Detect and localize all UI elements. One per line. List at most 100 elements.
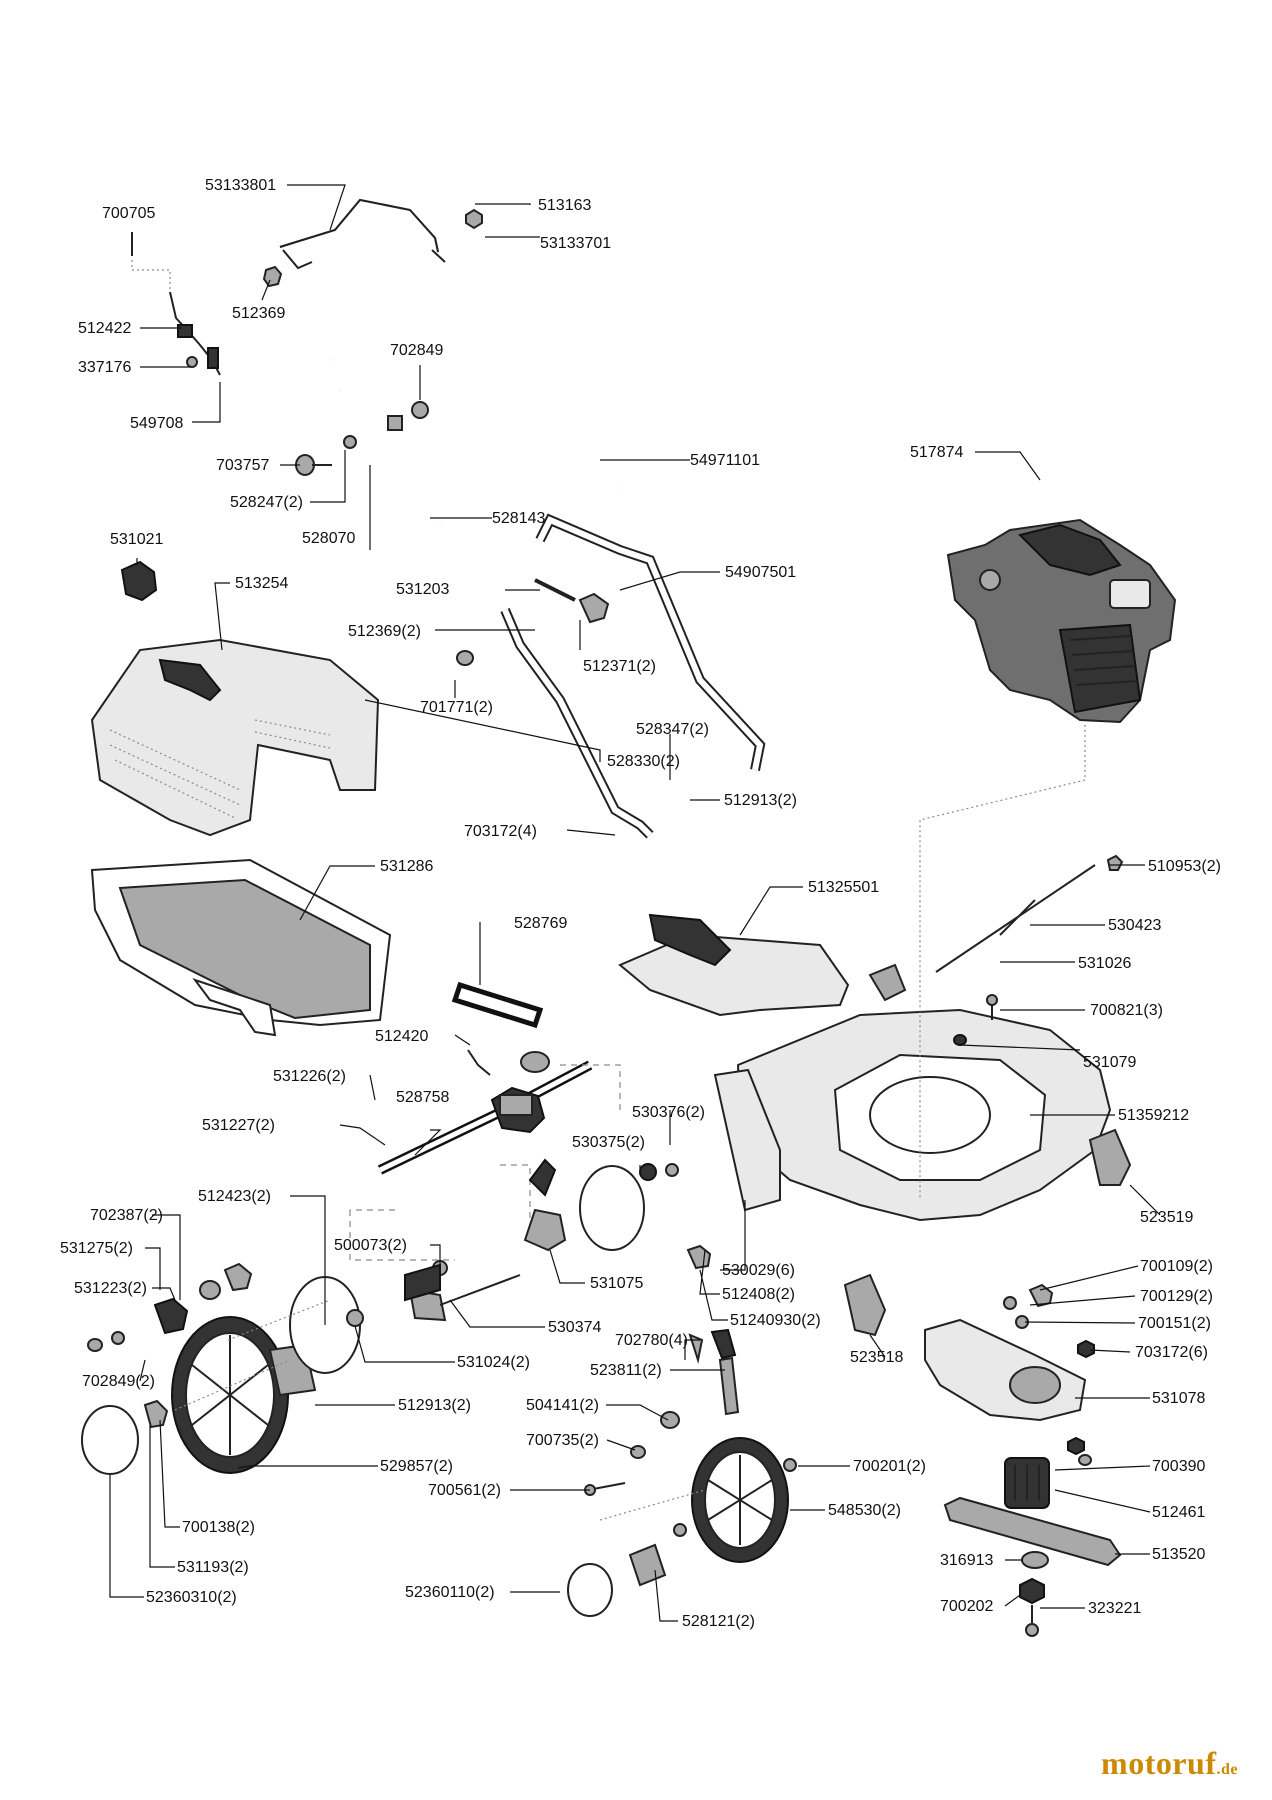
- part-label: 700109(2): [1140, 1258, 1213, 1275]
- part-label: 530029(6): [722, 1262, 795, 1279]
- part-label: 512422: [78, 320, 131, 337]
- part-label: 512420: [375, 1028, 428, 1045]
- part-label: 504141(2): [526, 1397, 599, 1414]
- rear-deflector: [90, 638, 380, 837]
- part-label: 700821(3): [1090, 1002, 1163, 1019]
- part-label: 512913(2): [398, 1397, 471, 1414]
- pulley-spring: [467, 1049, 550, 1076]
- part-label: 512461: [1152, 1504, 1205, 1521]
- part-label: 531079: [1083, 1054, 1136, 1071]
- part-label: 53133701: [540, 235, 611, 252]
- hub-caps: [81, 1399, 613, 1617]
- part-label: 52360310(2): [146, 1589, 237, 1606]
- part-label: 513163: [538, 197, 591, 214]
- part-label: 512369: [232, 305, 285, 322]
- height-lever: [710, 1328, 740, 1416]
- part-label: 530374: [548, 1319, 601, 1336]
- part-label: 703172(6): [1135, 1344, 1208, 1361]
- part-label: 54907501: [725, 564, 796, 581]
- part-label: 703757: [216, 457, 269, 474]
- part-label: 512913(2): [724, 792, 797, 809]
- part-label: 700561(2): [428, 1482, 501, 1499]
- part-label: 500073(2): [334, 1237, 407, 1254]
- small-hardware-top: [262, 208, 483, 431]
- part-label: 531223(2): [74, 1280, 147, 1297]
- part-label: 548530(2): [828, 1502, 901, 1519]
- part-label: 531078: [1152, 1390, 1205, 1407]
- part-label: 700151(2): [1138, 1315, 1211, 1332]
- part-label: 531275(2): [60, 1240, 133, 1257]
- part-label: 700735(2): [526, 1432, 599, 1449]
- height-adjust-rod: [935, 854, 1124, 973]
- engine: [946, 518, 1177, 724]
- part-label: 702849(2): [82, 1373, 155, 1390]
- part-label: 523518: [850, 1349, 903, 1366]
- part-label: 528758: [396, 1089, 449, 1106]
- alignment-lines: [174, 725, 1086, 1521]
- brand-tld: .de: [1216, 1761, 1238, 1778]
- part-label: 531026: [1078, 955, 1131, 972]
- part-label: 701771(2): [420, 699, 493, 716]
- part-label: 529857(2): [380, 1458, 453, 1475]
- part-label: 52360110(2): [405, 1584, 495, 1601]
- knob-screw: [295, 435, 357, 476]
- part-label: 531021: [110, 531, 163, 548]
- part-label: 528330(2): [607, 753, 680, 770]
- deck-cover: [618, 913, 850, 1017]
- part-label: 528070: [302, 530, 355, 547]
- part-label: 530375(2): [572, 1134, 645, 1151]
- brand-logo: motoruf.de: [1101, 1745, 1238, 1782]
- brand-name: motoruf: [1101, 1745, 1217, 1781]
- part-labels: 53133801 700705 513163 53133701 512369 5…: [60, 177, 1221, 1630]
- part-label: 528143: [492, 510, 545, 527]
- part-label: 700202: [940, 1598, 993, 1615]
- lower-handle-bar: [317, 267, 623, 527]
- handle-knob: [456, 592, 610, 666]
- part-label: 702780(4): [615, 1332, 688, 1349]
- spring-clip: [120, 560, 158, 602]
- part-label: 337176: [78, 359, 131, 376]
- cutting-blade: [943, 1496, 1122, 1567]
- part-label: 54971101: [690, 452, 760, 469]
- deck-bracket-left: [843, 1273, 887, 1337]
- grass-catcher: [90, 858, 392, 1037]
- part-label: 528121(2): [682, 1613, 755, 1630]
- part-label: 513520: [1152, 1546, 1205, 1563]
- part-label: 51325501: [808, 879, 879, 896]
- part-label: 512423(2): [198, 1188, 271, 1205]
- part-label: 513254: [235, 575, 288, 592]
- leader-lines: [109, 184, 1161, 1622]
- mower-deck: [713, 963, 1112, 1222]
- part-label: 316913: [940, 1552, 993, 1569]
- drive-belt: [451, 981, 544, 1029]
- part-label: 700705: [102, 205, 155, 222]
- part-label: 531226(2): [273, 1068, 346, 1085]
- blade-adapter: [924, 1318, 1087, 1422]
- cable-assembly: [131, 232, 221, 376]
- part-label: 51359212: [1118, 1107, 1189, 1124]
- part-label: 530376(2): [632, 1104, 705, 1121]
- part-label: 700201(2): [853, 1458, 926, 1475]
- part-label: 528769: [514, 915, 567, 932]
- part-label: 512369(2): [348, 623, 421, 640]
- part-label: 703172(4): [464, 823, 537, 840]
- part-label: 510953(2): [1148, 858, 1221, 875]
- drive-components: [408, 1158, 679, 1322]
- part-label: 512408(2): [722, 1286, 795, 1303]
- part-label: 531286: [380, 858, 433, 875]
- part-label: 528247(2): [230, 494, 303, 511]
- part-label: 531203: [396, 581, 449, 598]
- part-label: 517874: [910, 444, 963, 461]
- part-label: 512371(2): [583, 658, 656, 675]
- part-label: 700129(2): [1140, 1288, 1213, 1305]
- upper-handle-bar: [279, 198, 446, 270]
- part-label: 530423: [1108, 917, 1161, 934]
- blade-boss: [1004, 1457, 1050, 1509]
- deck-bracket-right: [1088, 1128, 1132, 1186]
- part-label: 702849: [390, 342, 443, 359]
- part-label: 702387(2): [90, 1207, 163, 1224]
- gearbox-axle: [349, 1060, 621, 1261]
- right-hardware: [953, 994, 1095, 1466]
- main-handle: [500, 513, 766, 839]
